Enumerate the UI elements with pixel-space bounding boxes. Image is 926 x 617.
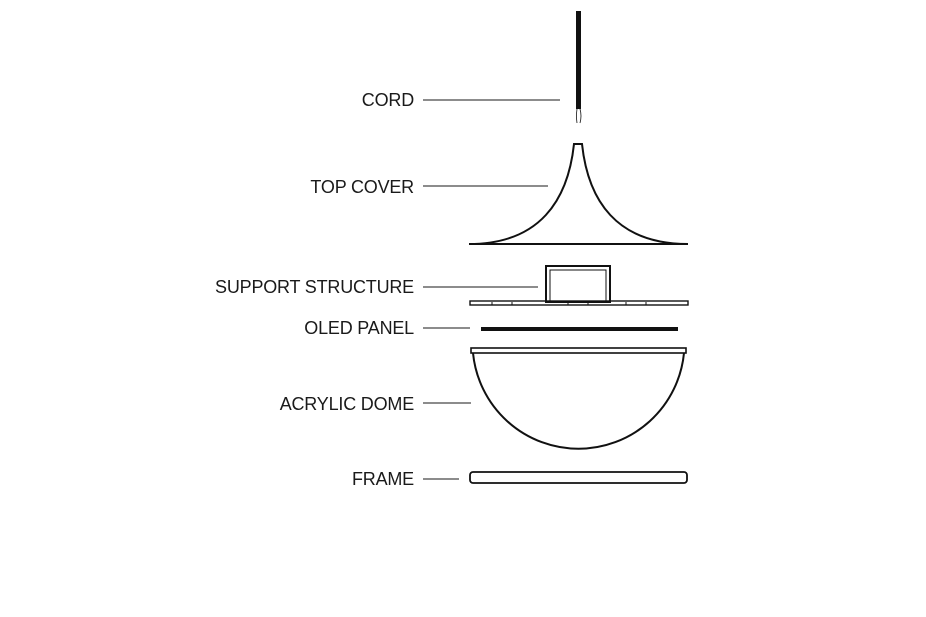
oled-panel-part xyxy=(481,327,678,331)
top-cover-part xyxy=(468,143,689,245)
cord-part xyxy=(576,11,582,124)
label-top-cover: TOP COVER xyxy=(310,177,414,197)
label-oled-panel: OLED PANEL xyxy=(304,318,414,338)
label-acrylic-dome: ACRYLIC DOME xyxy=(280,394,414,414)
acrylic-dome-part xyxy=(470,347,687,450)
label-frame: FRAME xyxy=(352,469,414,489)
support-structure-part xyxy=(469,265,689,306)
frame-part xyxy=(469,471,688,484)
label-support-structure: SUPPORT STRUCTURE xyxy=(215,277,414,297)
label-cord: CORD xyxy=(362,90,414,110)
